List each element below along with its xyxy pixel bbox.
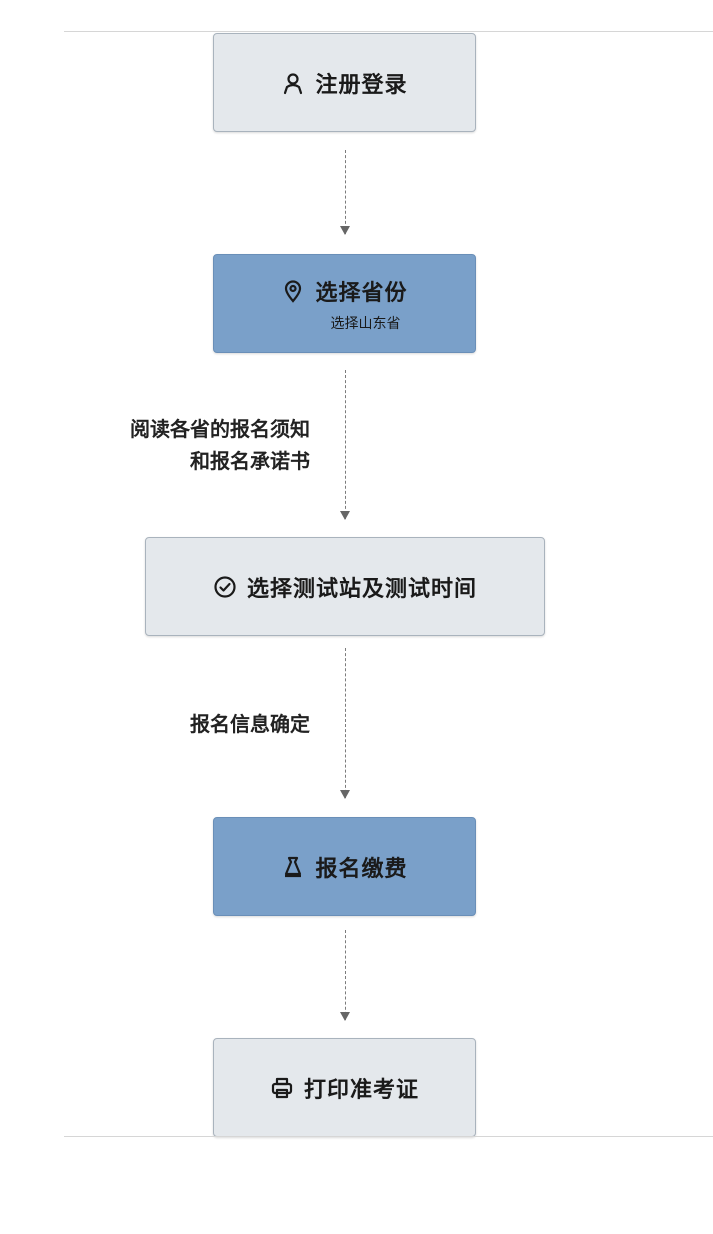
location-pin-icon (281, 279, 305, 303)
connector-arrow (340, 370, 350, 520)
top-divider (64, 31, 713, 32)
note-line: 阅读各省的报名须知 (130, 417, 310, 441)
step-label: 打印准考证 (303, 1077, 419, 1103)
step-select-test-site[interactable]: 选择测试站及测试时间 (145, 537, 545, 636)
check-circle-icon (213, 575, 237, 599)
step-label: 选择省份 (315, 280, 408, 306)
step-pay-fee[interactable]: 报名缴费 (213, 817, 476, 916)
step-select-province[interactable]: 选择省份 选择山东省 (213, 254, 476, 353)
step-label: 报名缴费 (315, 856, 408, 882)
note-confirm-info: 报名信息确定 (60, 708, 310, 740)
step-sublabel: 选择山东省 (330, 315, 401, 332)
step-label: 选择测试站及测试时间 (246, 576, 477, 602)
connector-arrow (340, 930, 350, 1021)
step-label: 注册登录 (315, 72, 408, 98)
note-line: 和报名承诺书 (190, 449, 310, 473)
printer-icon (270, 1076, 294, 1100)
payment-icon (281, 855, 305, 879)
bottom-divider (64, 1136, 713, 1137)
user-icon (281, 71, 305, 95)
connector-arrow (340, 150, 350, 235)
step-print-admission-ticket[interactable]: 打印准考证 (213, 1038, 476, 1137)
connector-arrow (340, 648, 350, 799)
note-read-requirements: 阅读各省的报名须知 和报名承诺书 (40, 413, 310, 477)
note-line: 报名信息确定 (190, 712, 310, 736)
step-register-login[interactable]: 注册登录 (213, 33, 476, 132)
